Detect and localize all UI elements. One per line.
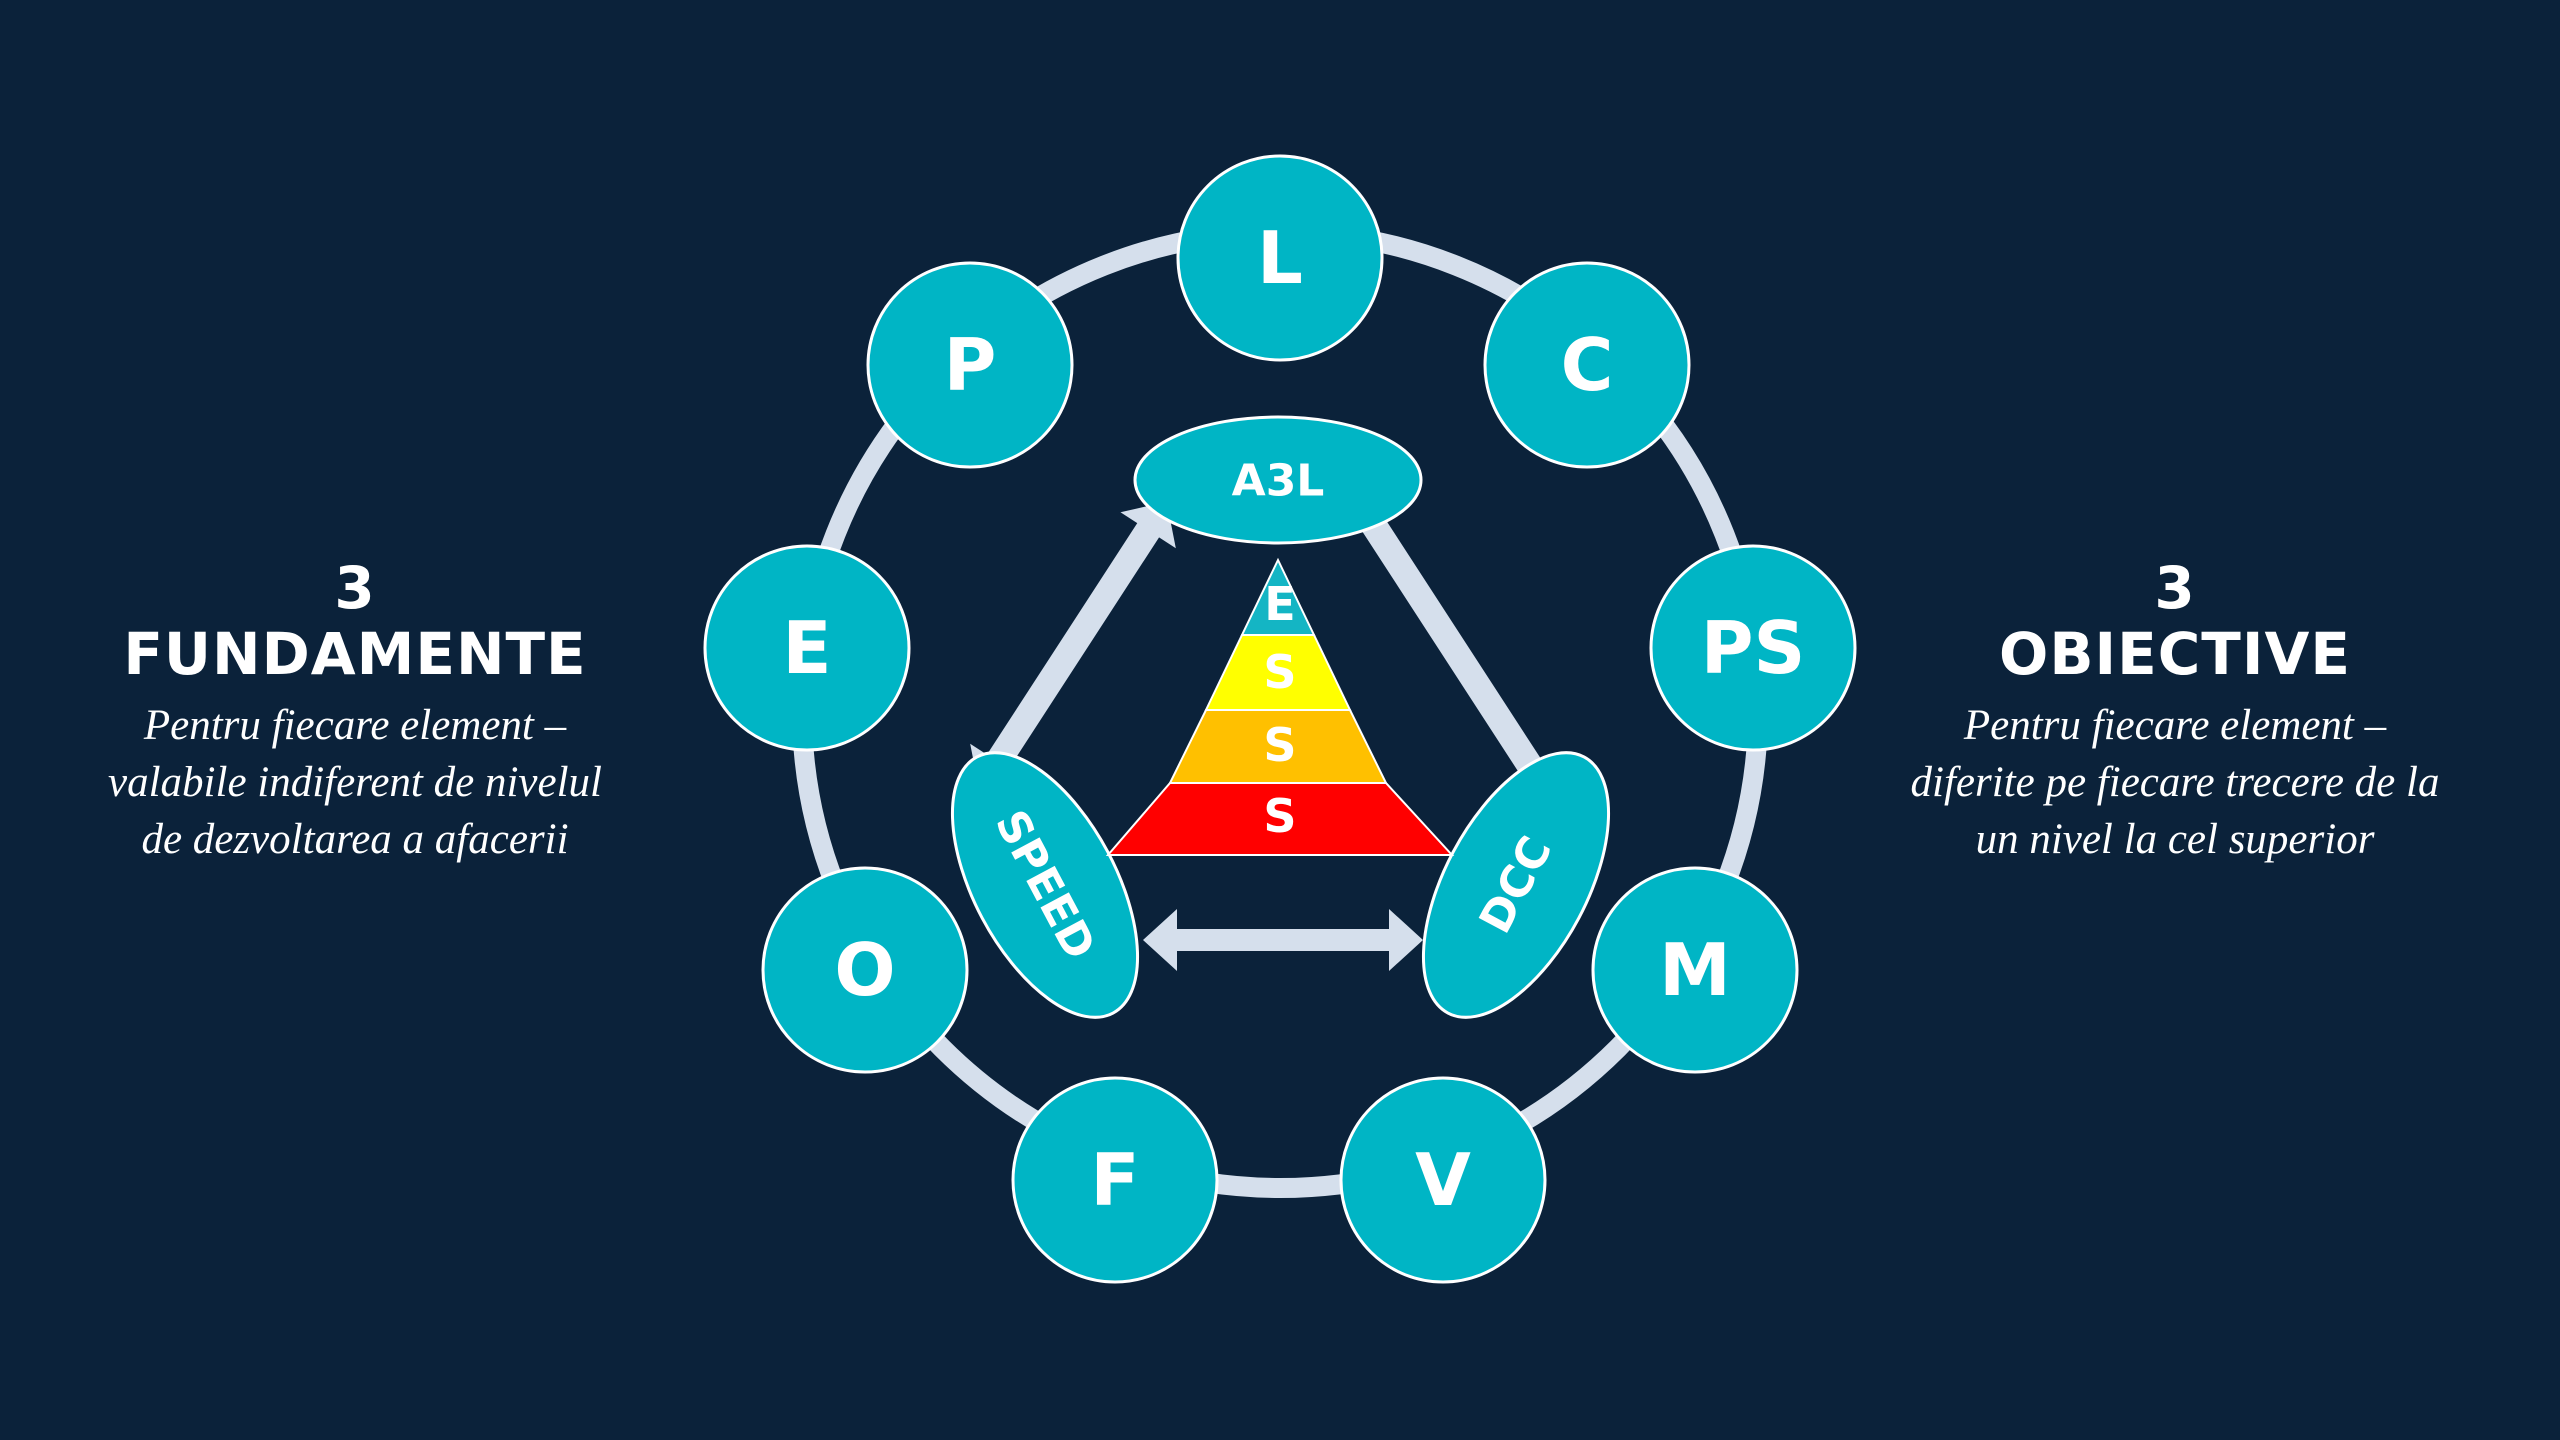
left-panel: 3 FUNDAMENTE Pentru fiecare element – va… (35, 555, 675, 868)
left-panel-description-line: Pentru fiecare element – (143, 702, 567, 749)
right-panel-description-line: un nivel la cel superior (1975, 816, 2375, 863)
ring-node-label: O (834, 928, 895, 1012)
ring-node-label: PS (1701, 606, 1806, 690)
triangle-node-speed[interactable]: SPEED (914, 724, 1176, 1047)
right-panel-title: OBIECTIVE (1999, 620, 2351, 688)
ring-node-e[interactable]: E (703, 544, 911, 752)
ring-node-ps[interactable]: PS (1649, 544, 1857, 752)
ring-node-label: M (1659, 928, 1731, 1012)
left-panel-description-line: de dezvoltarea a afacerii (141, 816, 569, 863)
pyramid-level-4 (1105, 782, 1455, 856)
ring-node-label: E (782, 606, 831, 690)
pyramid-label: E (1264, 577, 1295, 631)
triangle-node-label: A3L (1232, 456, 1325, 507)
right-panel-number: 3 (2154, 554, 2196, 622)
right-panel-description-line: diferite pe fiecare trecere de la (1910, 759, 2440, 806)
ring-node-label: V (1415, 1138, 1471, 1222)
ring-node-label: F (1090, 1138, 1139, 1222)
ring-node-p[interactable]: P (866, 261, 1074, 469)
ring-node-c[interactable]: C (1483, 261, 1691, 469)
ring-node-l[interactable]: L (1176, 154, 1384, 362)
pyramid (1105, 557, 1455, 856)
pyramid-label: S (1263, 718, 1296, 772)
arrows (970, 476, 1561, 971)
ring-node-label: P (944, 323, 997, 407)
pyramid-labels: E S S S (1263, 577, 1296, 843)
arrow-bottom (1143, 909, 1423, 971)
right-panel-description: Pentru fiecare element – diferite pe fie… (1855, 697, 2495, 868)
ring-nodes: L C PS M V F O E (703, 154, 1857, 1284)
right-panel-description-line: Pentru fiecare element – (1963, 702, 2387, 749)
ring-node-o[interactable]: O (761, 866, 969, 1074)
ring-node-label: C (1561, 323, 1614, 407)
arrow-top-right (1333, 476, 1561, 800)
triangle-node-a3l[interactable]: A3L (1133, 415, 1423, 545)
left-panel-number: 3 (334, 554, 376, 622)
ring-node-m[interactable]: M (1591, 866, 1799, 1074)
ring-node-v[interactable]: V (1339, 1076, 1547, 1284)
ring-node-f[interactable]: F (1011, 1076, 1219, 1284)
triangle-node-dcc[interactable]: DCC (1385, 724, 1647, 1047)
left-panel-description-line: valabile indiferent de nivelul (108, 759, 602, 806)
left-panel-title: FUNDAMENTE (123, 620, 587, 688)
arrow-top-left (970, 501, 1176, 791)
left-panel-description: Pentru fiecare element – valabile indife… (35, 697, 675, 868)
ring-node-label: L (1257, 216, 1303, 300)
pyramid-label: S (1263, 645, 1296, 699)
right-panel: 3 OBIECTIVE Pentru fiecare element – dif… (1855, 555, 2495, 868)
pyramid-label: S (1263, 789, 1296, 843)
